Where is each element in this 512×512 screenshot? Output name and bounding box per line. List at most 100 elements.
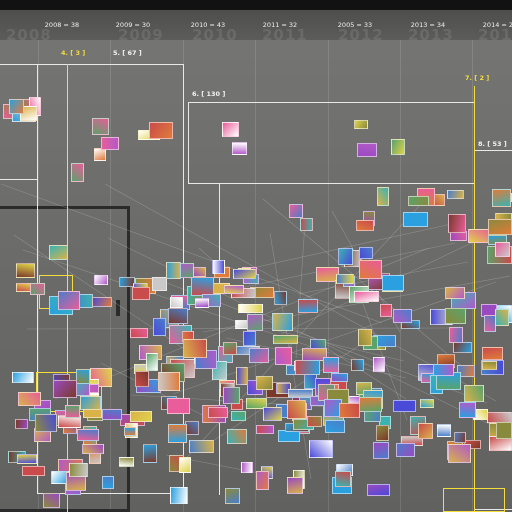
thumbnail-image [9,99,24,114]
year-strip [0,10,512,40]
thumbnail-image [272,313,293,331]
year-label: 2010 = 43 [190,21,226,29]
thumbnail-image [488,219,512,235]
ghost-year: 2014 [478,26,512,44]
ghost-year: 2012 [338,26,384,44]
thumbnail-image [146,353,158,371]
thumbnail-image [149,122,173,139]
thumbnail-image [212,260,225,274]
thumbnail-image [393,400,416,412]
thumbnail-image [459,402,476,418]
thumbnail-image [325,420,345,433]
thumbnail-image [227,429,247,444]
thumbnail-image [168,424,187,443]
thumbnail-image [233,269,256,279]
ghost-year: 2009 [118,26,164,44]
ghost-year: 2010 [192,26,238,44]
thumbnail-image [15,419,28,429]
thumbnail-image [359,260,382,279]
thumbnail-image [249,348,269,363]
year-label: 2008 = 38 [44,21,80,29]
thumbnail-image [358,329,372,346]
thumbnail-image [393,309,412,323]
thumbnail-image [351,359,364,371]
thumbnail-image [359,397,382,412]
year-label: 2013 = 34 [410,21,446,29]
thumbnail-image [377,187,389,206]
thumbnail-image [359,247,373,259]
door-handle [116,300,120,316]
thumbnail-image [373,357,385,372]
highlight-box [443,488,505,512]
thumbnail-image [437,424,451,437]
thumbnail-image [418,423,433,439]
thumbnail-image [357,143,377,157]
thumbnail-image [445,287,465,299]
ghost-year: 2011 [262,26,308,44]
thumbnail-image [80,396,101,410]
thumbnail-image [92,297,112,307]
thumbnail-image [170,487,188,504]
thumbnail-image [246,398,267,409]
thumbnail-image [94,148,106,161]
thumbnail-image [376,425,389,441]
thumbnail-image [102,476,114,489]
thumbnail-image [223,387,240,404]
thumbnail-image [152,277,167,291]
thumbnail-image [448,214,466,233]
thumbnail-image [336,274,354,284]
thumbnail-image [101,137,119,150]
thumbnail-image [247,314,263,331]
thumbnail-image [373,442,389,459]
thumbnail-image [273,335,298,344]
thumbnail-image [195,298,209,308]
thumbnail-image [185,421,199,435]
thumbnail-image [496,422,512,439]
thumbnail-image [208,407,228,418]
thumbnail-image [354,120,368,129]
thumbnail-image [43,493,60,508]
thumbnail-image [22,466,45,476]
thumbnail-image [102,409,122,420]
year-divider [472,40,473,512]
thumbnail-image [241,462,253,473]
thumbnail-image [420,399,434,408]
thumbnail-image [307,416,322,427]
thumbnail-image [82,444,104,454]
thumbnail-image [256,425,274,434]
thumbnail-image [300,218,313,231]
thumbnail-image [30,283,45,295]
thumbnail-image [354,291,379,302]
thumbnail-image [153,318,166,336]
group-6-stem [219,183,220,495]
connection-line [247,220,466,270]
thumbnail-image [243,331,256,346]
thumbnail-image [238,304,263,313]
thumbnail-image [309,440,333,458]
thumbnail-image [448,444,471,463]
thumbnail-image [92,118,109,135]
thumbnail-image [449,327,463,343]
thumbnail-image [225,488,240,504]
year-label: 2005 = 33 [337,21,373,29]
thumbnail-image [396,443,415,457]
thumbnail-image [391,139,405,155]
thumbnail-image [94,275,108,285]
group-box-5 [37,64,184,494]
door-frame [0,206,130,512]
thumbnail-image [298,299,318,313]
year-label: 2009 = 30 [115,21,151,29]
thumbnail-image [35,414,57,432]
thumbnail-image [12,372,34,383]
group-label: 8. [ 53 ] [478,140,507,148]
thumbnail-image [132,287,150,300]
thumbnail-image [275,347,292,365]
thumbnail-image [482,361,497,370]
thumbnail-image [256,376,273,390]
thumbnail-image [168,308,188,324]
connection-line [277,330,405,362]
thumbnail-image [287,477,303,494]
year-divider [110,40,111,512]
thumbnail-image [75,382,90,396]
thumbnail-image [179,457,191,473]
